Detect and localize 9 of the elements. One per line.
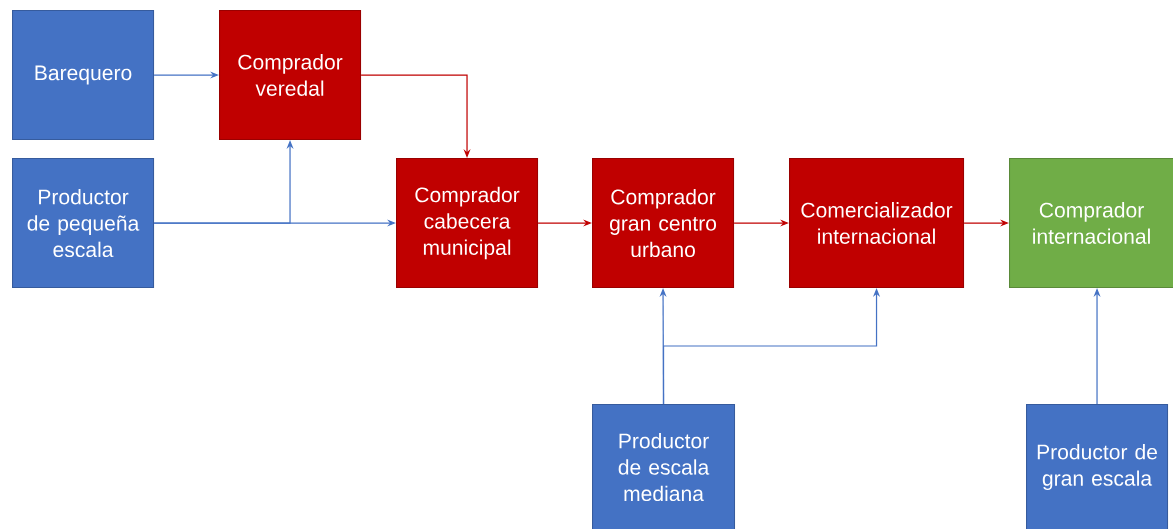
process-box: Productor de pequeña escala [12, 158, 155, 289]
process-box: Productor de escala mediana [592, 404, 736, 529]
process-box: Barequero [12, 10, 155, 141]
process-box: Productor de gran escala [1026, 404, 1169, 529]
process-box: Comercializador internacional [789, 158, 965, 289]
process-box: Comprador veredal [219, 10, 362, 141]
process-box: Comprador internacional [1009, 158, 1173, 289]
process-box: Comprador gran centro urbano [592, 158, 735, 289]
process-box: Comprador cabecera municipal [396, 158, 539, 289]
